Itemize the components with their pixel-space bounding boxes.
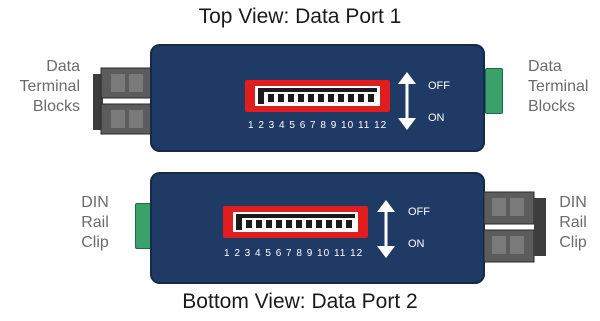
label-line: Clip <box>559 234 587 251</box>
label-line: Terminal <box>19 78 80 95</box>
bottom-off-label: OFF <box>408 206 430 218</box>
label-line: Rail <box>559 214 587 231</box>
bottom-on-label: ON <box>408 238 425 250</box>
bottom-dip-switch[interactable] <box>223 206 368 238</box>
label-line: DIN <box>559 194 587 211</box>
label-line: Data <box>46 58 80 75</box>
top-on-off-arrow-icon <box>398 72 416 130</box>
top-left-label: Data Terminal Blocks <box>15 57 80 117</box>
bottom-on-off-arrow-icon <box>377 200 395 258</box>
bottom-right-label: DIN Rail Clip <box>548 193 598 253</box>
bottom-right-terminal-block-icon <box>484 191 546 263</box>
bottom-view-title: Bottom View: Data Port 2 <box>182 290 418 313</box>
top-left-terminal-block-icon <box>93 67 152 135</box>
top-dip-numbers: 1 2 3 4 5 6 7 8 9 10 11 12 <box>248 120 388 131</box>
top-right-terminal-block-icon <box>485 68 503 114</box>
label-line: Data <box>528 58 562 75</box>
bottom-left-label: DIN Rail Clip <box>70 193 120 253</box>
top-dip-switch[interactable] <box>245 80 390 112</box>
top-right-label: Data Terminal Blocks <box>528 57 598 117</box>
dip-keys-icon <box>258 88 377 104</box>
label-line: Terminal <box>528 78 589 95</box>
label-line: Blocks <box>528 98 576 115</box>
label-line: Rail <box>81 214 109 231</box>
top-off-label: OFF <box>428 80 450 92</box>
label-line: Clip <box>81 234 109 251</box>
label-line: Blocks <box>32 98 80 115</box>
dip-keys-icon <box>236 214 355 230</box>
top-view-title: Top View: Data Port 1 <box>198 5 402 28</box>
bottom-dip-numbers: 1 2 3 4 5 6 7 8 9 10 11 12 <box>224 248 364 259</box>
top-on-label: ON <box>428 112 445 124</box>
label-line: DIN <box>81 194 109 211</box>
